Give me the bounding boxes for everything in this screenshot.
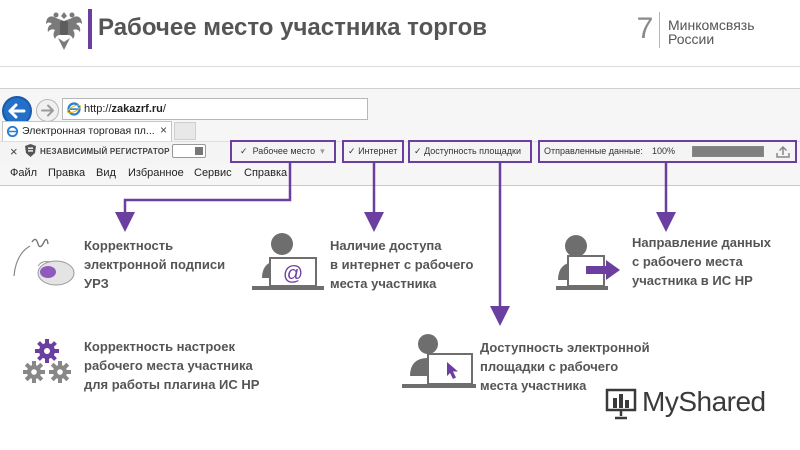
availability-status[interactable]: ✓ Доступность площадки [414, 146, 522, 156]
upload-icon[interactable] [775, 145, 791, 159]
menu-tools[interactable]: Сервис [194, 167, 232, 179]
tab-close-button[interactable]: × [160, 123, 168, 137]
feature-availability-text: Доступность электронной площадки с рабоч… [480, 340, 650, 393]
url-text[interactable]: http://zakazrf.ru/ [84, 103, 166, 115]
feature-signature-text: Корректность электронной подписи УРЗ [84, 238, 226, 291]
tab-title: Электронная торговая пл... [22, 125, 155, 137]
menu-edit[interactable]: Правка [48, 167, 86, 179]
internet-status[interactable]: ✓ Интернет [348, 146, 398, 156]
svg-text:@: @ [283, 263, 303, 285]
browser-tab[interactable] [2, 121, 172, 141]
mouse-signature-icon [10, 236, 76, 292]
title-accent-bar [88, 9, 92, 49]
gears-icon [22, 338, 72, 386]
feature-settings-text: Корректность настроек рабочего места уча… [84, 339, 260, 392]
myshared-watermark: MyShared [642, 386, 766, 417]
registrar-label: НЕЗАВИСИМЫЙ РЕГИСТРАТОР [40, 147, 170, 156]
plugin-toggle[interactable] [172, 144, 206, 158]
page-number: 7 [636, 12, 654, 45]
sent-data-value: 100% [652, 146, 676, 156]
ministry-line-2: России [668, 31, 715, 47]
menu-view[interactable]: Вид [96, 167, 116, 179]
menu-file[interactable]: Файл [10, 167, 38, 179]
menu-help[interactable]: Справка [244, 167, 288, 179]
menu-bar [0, 164, 800, 184]
feature-direction-text: Направление данных с рабочего места учас… [632, 235, 771, 288]
user-click-icon [402, 334, 476, 390]
address-bar[interactable] [62, 98, 368, 120]
forward-arrow-icon [41, 104, 54, 117]
feature-internet-text: Наличие доступа в интернет с рабочего ме… [330, 238, 474, 291]
new-tab-button[interactable] [174, 122, 196, 140]
ministry-logo-text: Минкомсвязь России [668, 18, 778, 46]
russian-emblem-icon [44, 8, 84, 54]
toolbar-close-button[interactable]: × [10, 144, 18, 159]
tab-favicon-icon [6, 125, 19, 138]
sent-data-label: Отправленные данные: [544, 146, 643, 156]
header-rule [0, 66, 800, 67]
sent-data-status-box [538, 140, 797, 163]
menu-favorites[interactable]: Избранное [128, 167, 184, 179]
slide-title: Рабочее место участника торгов [98, 14, 487, 41]
sent-data-progress-fill [693, 147, 763, 156]
forward-button[interactable] [36, 99, 59, 122]
header-divider [659, 12, 660, 48]
ministry-line-1: Минкомсвязь [668, 17, 755, 33]
shield-icon [24, 143, 37, 158]
user-data-arrow-icon [556, 232, 630, 292]
user-email-icon: @ [250, 232, 326, 292]
internet-explorer-icon [67, 102, 81, 116]
workplace-status[interactable]: ✓ Рабочее место ▾ [240, 146, 325, 156]
internet-status-box[interactable] [342, 140, 404, 163]
availability-status-box[interactable] [408, 140, 532, 163]
myshared-logo-icon [604, 386, 638, 420]
back-arrow-icon [8, 103, 26, 119]
workplace-status-box[interactable] [230, 140, 336, 163]
